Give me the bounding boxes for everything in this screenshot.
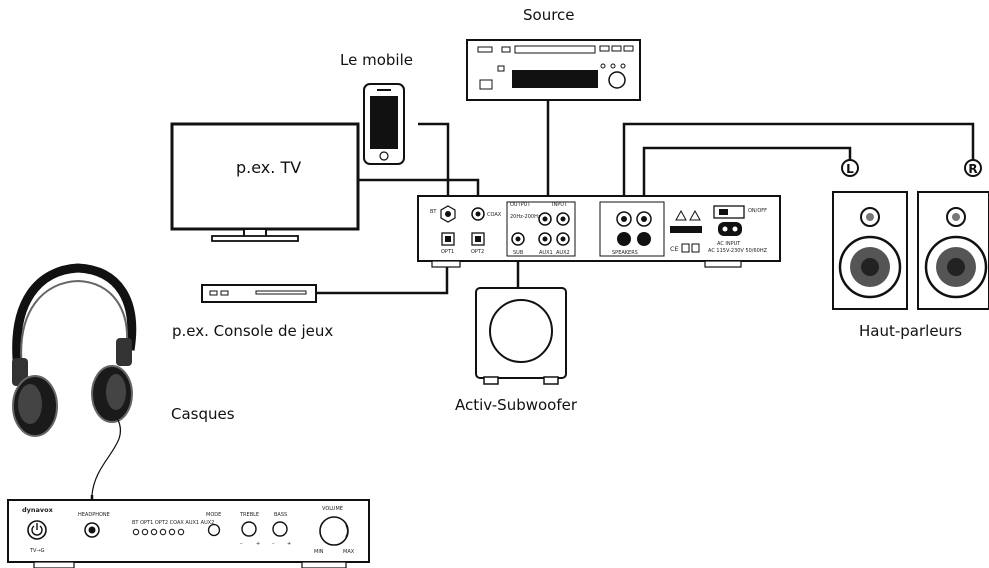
headphone-label: HEADPHONE [78, 512, 110, 518]
mode-label: MODE [206, 512, 221, 518]
console-label: p.ex. Console de jeux [172, 322, 334, 340]
volume-max: MAX [343, 549, 355, 555]
bt-label: BT [430, 209, 437, 215]
bass-label: BASS [274, 512, 287, 518]
ac-rating-label: AC 115V-230V 50/60HZ [708, 248, 768, 254]
sub-label: SUB [513, 250, 524, 256]
aux1-label: AUX1 [539, 250, 553, 256]
treble-minus: – [240, 541, 243, 547]
ce-mark: CE [670, 245, 679, 253]
speakers-label: SPEAKERS [612, 250, 638, 256]
aux2-label: AUX2 [556, 250, 570, 256]
brand-logo: dynavox [22, 506, 54, 514]
cable-right-speaker [622, 122, 975, 202]
cables [316, 100, 975, 295]
amplifier-rear-panel: BT COAX OPT1 OPT2 OUTPUT INPUT 20Hz-200H… [417, 195, 781, 268]
headphones [12, 263, 137, 518]
right-marker: R [968, 162, 977, 176]
volume-min: MIN [314, 549, 324, 555]
headphones-label: Casques [171, 405, 235, 423]
treble-plus: + [256, 541, 260, 547]
source-label: Source [523, 6, 575, 24]
treble-label: TREBLE [239, 512, 259, 518]
mobile-label: Le mobile [340, 51, 413, 69]
volume-label: VOLUME [322, 506, 343, 512]
source-device [466, 39, 641, 101]
subwoofer [475, 287, 567, 385]
power-switch-label: ON/OFF [748, 208, 767, 214]
bass-plus: + [287, 541, 291, 547]
mobile-phone [363, 83, 405, 165]
cable-left-speaker [642, 146, 852, 202]
amplifier-front-panel: dynavox TV→G HEADPHONE BT OPT1 OPT2 COAX… [7, 499, 370, 568]
power-icon [31, 525, 43, 536]
game-console [201, 284, 317, 303]
indicators-label: BT OPT1 OPT2 COAX AUX1 AUX2 [132, 520, 214, 526]
cable-mobile-to-bt [418, 122, 450, 206]
tv-sync-label: TV→G [29, 548, 45, 554]
speakers-label-main: Haut-parleurs [859, 322, 963, 340]
input-label: INPUT [552, 202, 568, 208]
output-label: OUTPUT [510, 202, 531, 208]
speaker-right: R [917, 159, 989, 310]
speaker-left: L [832, 159, 908, 310]
cable-console-to-opt [316, 262, 449, 295]
left-marker: L [846, 162, 854, 176]
opt1-label: OPT1 [441, 249, 454, 255]
tv [170, 122, 360, 242]
ac-input-label: AC INPUT [717, 241, 741, 247]
opt2-label: OPT2 [471, 249, 484, 255]
bass-minus: – [272, 541, 275, 547]
coax-label: COAX [487, 212, 502, 218]
sub-range-label: 20Hz-200Hz [510, 214, 541, 220]
tv-label: p.ex. TV [236, 158, 302, 177]
subwoofer-label: Activ-Subwoofer [455, 396, 578, 414]
